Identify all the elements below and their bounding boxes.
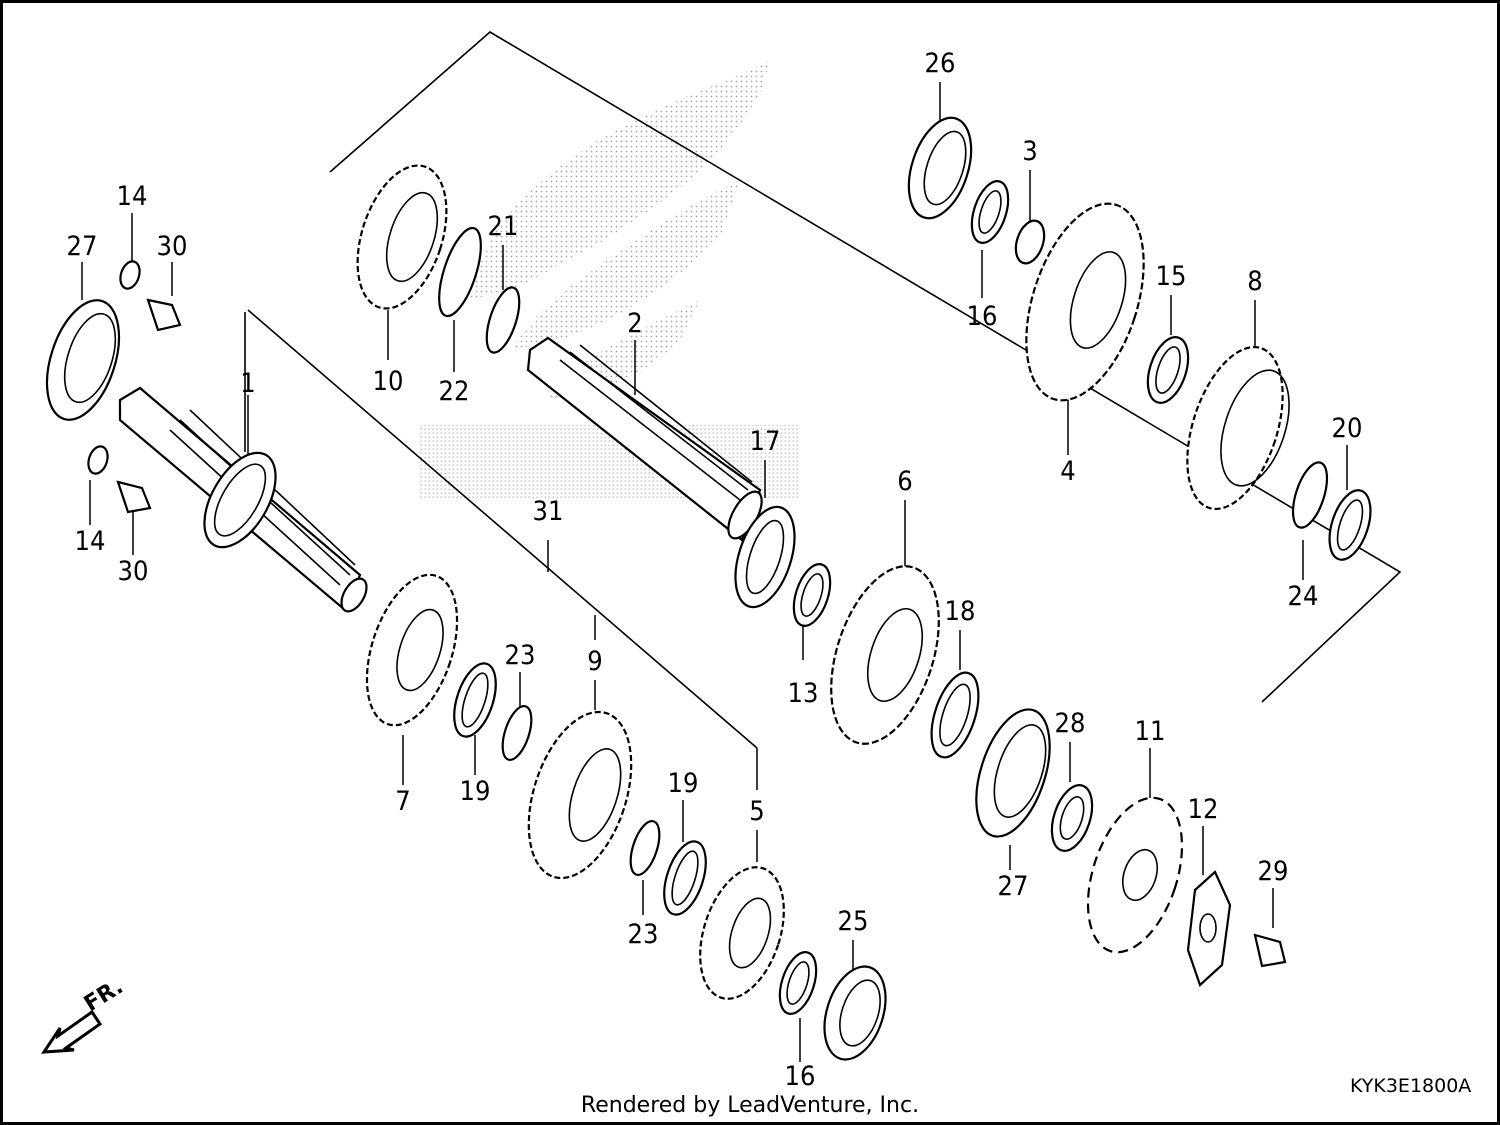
part-label: 14 [75,526,106,557]
part-label: 2 [627,308,642,339]
part-label: 20 [1332,413,1363,444]
gear-4 [1025,202,1145,402]
part-label: 14 [117,181,148,212]
part-label: 28 [1055,708,1086,739]
part-label: 13 [788,678,819,709]
part-label: 19 [460,776,491,807]
part-label: 18 [945,596,976,627]
part-label: 23 [505,640,536,671]
part-label: 11 [1135,716,1166,747]
sprocket-11 [1086,796,1184,954]
part-label: 16 [967,301,998,332]
leader-lines [81,82,1348,1062]
gear-10 [356,164,448,310]
gear-8 [1186,345,1290,511]
part-label: 27 [67,231,98,262]
footer-credit: Rendered by LeadVenture, Inc. [581,1093,919,1118]
part-label: 15 [1156,261,1187,292]
part-label: 30 [118,556,149,587]
part-label: 30 [157,231,188,262]
part-label: 4 [1060,456,1075,487]
gear-9 [527,710,633,880]
gear-7 [365,573,459,727]
part-label: 12 [1188,794,1219,825]
part-label: 17 [750,426,781,457]
assembly-outline-countershaft [329,31,1402,703]
part-label: 22 [439,376,470,407]
part-label: 25 [838,906,869,937]
diagram-code: KYK3E1800A [1350,1075,1471,1097]
part-label: 26 [925,48,956,79]
front-arrow-icon: FR. [41,974,128,1054]
bearing-27-right [975,708,1051,838]
part-label: 3 [1022,136,1037,167]
part-label: 21 [488,211,519,242]
part-label: 19 [668,768,699,799]
assembly-outline-mainshaft-2 [247,309,758,749]
part-label: 8 [1247,266,1262,297]
part-label: 6 [897,466,912,497]
fixing-plate-12 [1186,870,1232,987]
part-label: 10 [373,366,404,397]
part-label: 16 [785,1061,816,1092]
bolts-and-washers-14-30 [87,260,182,514]
part-labels: 1 2 3 4 5 6 7 8 9 10 11 12 13 14 14 15 1… [67,48,1363,1092]
part-label: 23 [628,919,659,950]
part-label: 31 [533,496,564,527]
bearing-25 [823,965,887,1061]
bolt-29 [1253,933,1287,968]
part-label: 1 [240,368,255,399]
part-label: 29 [1258,856,1289,887]
gear-5 [699,866,785,1000]
part-label: 9 [587,646,602,677]
front-indicator-label: FR. [80,974,128,1017]
mainshaft [118,386,368,613]
bearing-26 [907,116,973,220]
part-label: 5 [749,796,764,827]
washers-and-rings [438,180,1372,1015]
part-label: 7 [395,786,410,817]
part-label: 27 [998,871,1029,902]
countershaft [526,336,763,542]
part-label: 24 [1288,581,1319,612]
bearing-27-left [45,299,121,421]
gear-6 [830,565,940,745]
